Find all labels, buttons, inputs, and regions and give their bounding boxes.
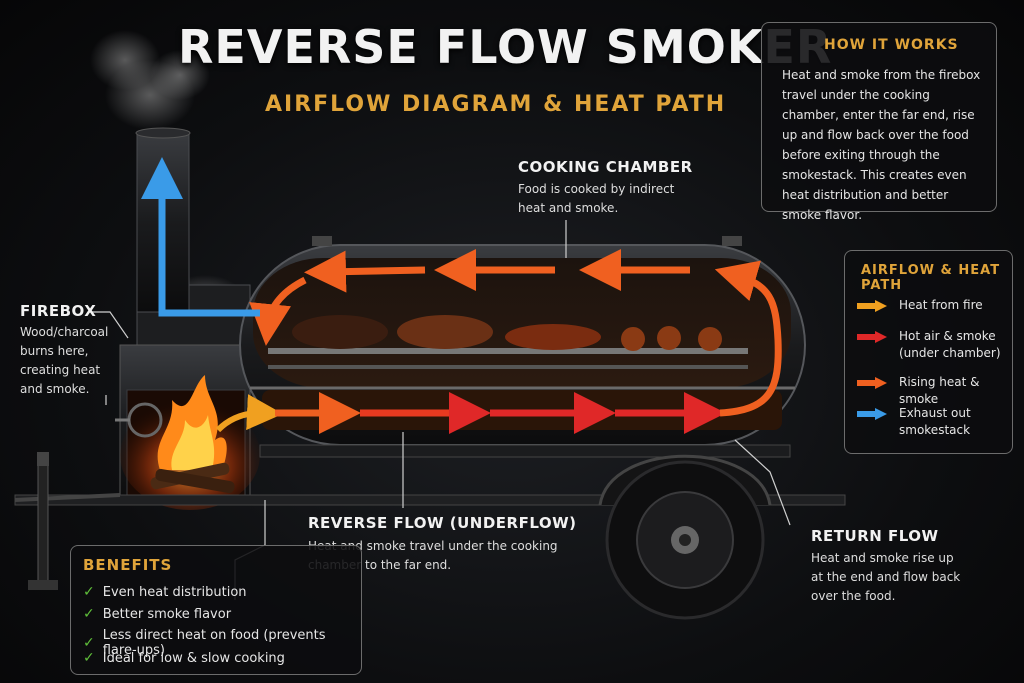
benefit-label: Even heat distribution [102, 584, 247, 600]
legend-item: Exhaust out smokestack [855, 405, 995, 439]
benefit-item: ✓ Less direct heat on food (prevents flar… [83, 628, 361, 658]
reverse-flow-title: REVERSE FLOW (UNDERFLOW) [308, 514, 577, 532]
cooking-grate [268, 348, 748, 369]
return-flow-title: RETURN FLOW [811, 527, 939, 545]
legend-label: Hot air & smoke (under chamber) [899, 329, 1001, 360]
benefits-box: BENEFITS ✓ Even heat distribution ✓ Better… [70, 545, 362, 675]
benefit-label: Better smoke flavor [102, 606, 232, 622]
firebox-title: FIREBOX [20, 302, 97, 320]
checkmark-icon: ✓ [83, 606, 95, 622]
rising-flow-arrow [714, 260, 782, 417]
return-flow-desc: Heat and smoke rise up at the end and fl… [811, 551, 961, 603]
orange-red-arrow-icon [857, 377, 887, 389]
benefits-title: BENEFITS [83, 556, 173, 574]
benefit-label: Ideal for low & slow cooking [102, 650, 285, 666]
how-it-works-box: HOW IT WORKS Heat and smoke from the fir… [761, 22, 997, 222]
checkmark-icon: ✓ [83, 650, 95, 666]
firebox-desc: Wood/charcoal burns here, creating heat … [20, 325, 109, 396]
checkmark-icon: ✓ [83, 584, 95, 600]
orange-arrow-icon [857, 300, 887, 312]
cooking-chamber-title: COOKING CHAMBER [518, 158, 693, 176]
benefit-item: ✓ Ideal for low & slow cooking [83, 650, 285, 666]
benefit-item: ✓ Even heat distribution [83, 584, 247, 600]
benefit-item: ✓ Better smoke flavor [83, 606, 231, 622]
red-arrow-icon [857, 331, 887, 343]
food-on-grate [292, 315, 722, 351]
trailer [14, 444, 846, 590]
benefit-label: Less direct heat on food (prevents flare… [102, 628, 326, 658]
checkmark-icon: ✓ [83, 635, 95, 651]
legend-title: AIRFLOW & HEAT PATH [861, 263, 1001, 293]
heat-from-fire-arrow [215, 394, 283, 433]
how-it-works-body: Heat and smoke from the firebox travel u… [782, 68, 981, 222]
legend-item: Rising heat & smoke [855, 374, 1012, 408]
page-title: REVERSE FLOW SMOKER [178, 20, 833, 74]
fire-icon [150, 375, 235, 494]
legend-label: Heat from fire [899, 298, 983, 312]
return-flow-arrows [249, 249, 690, 346]
wheel [598, 454, 772, 620]
cooking-chamber-desc: Food is cooked by indirect heat and smok… [518, 182, 675, 215]
exhaust-arrow [141, 157, 260, 317]
how-it-works-title: HOW IT WORKS [824, 37, 959, 53]
page-subtitle: AIRFLOW DIAGRAM & HEAT PATH [265, 92, 727, 117]
blue-arrow-icon [857, 408, 887, 420]
legend-label: Rising heat & smoke [899, 375, 980, 406]
legend-label: Exhaust out smokestack [899, 406, 971, 437]
airflow-legend: AIRFLOW & HEAT PATH Heat from fire Hot a… [844, 250, 1013, 454]
legend-item: Heat from fire [855, 297, 983, 314]
legend-item: Hot air & smoke (under chamber) [855, 328, 1005, 362]
